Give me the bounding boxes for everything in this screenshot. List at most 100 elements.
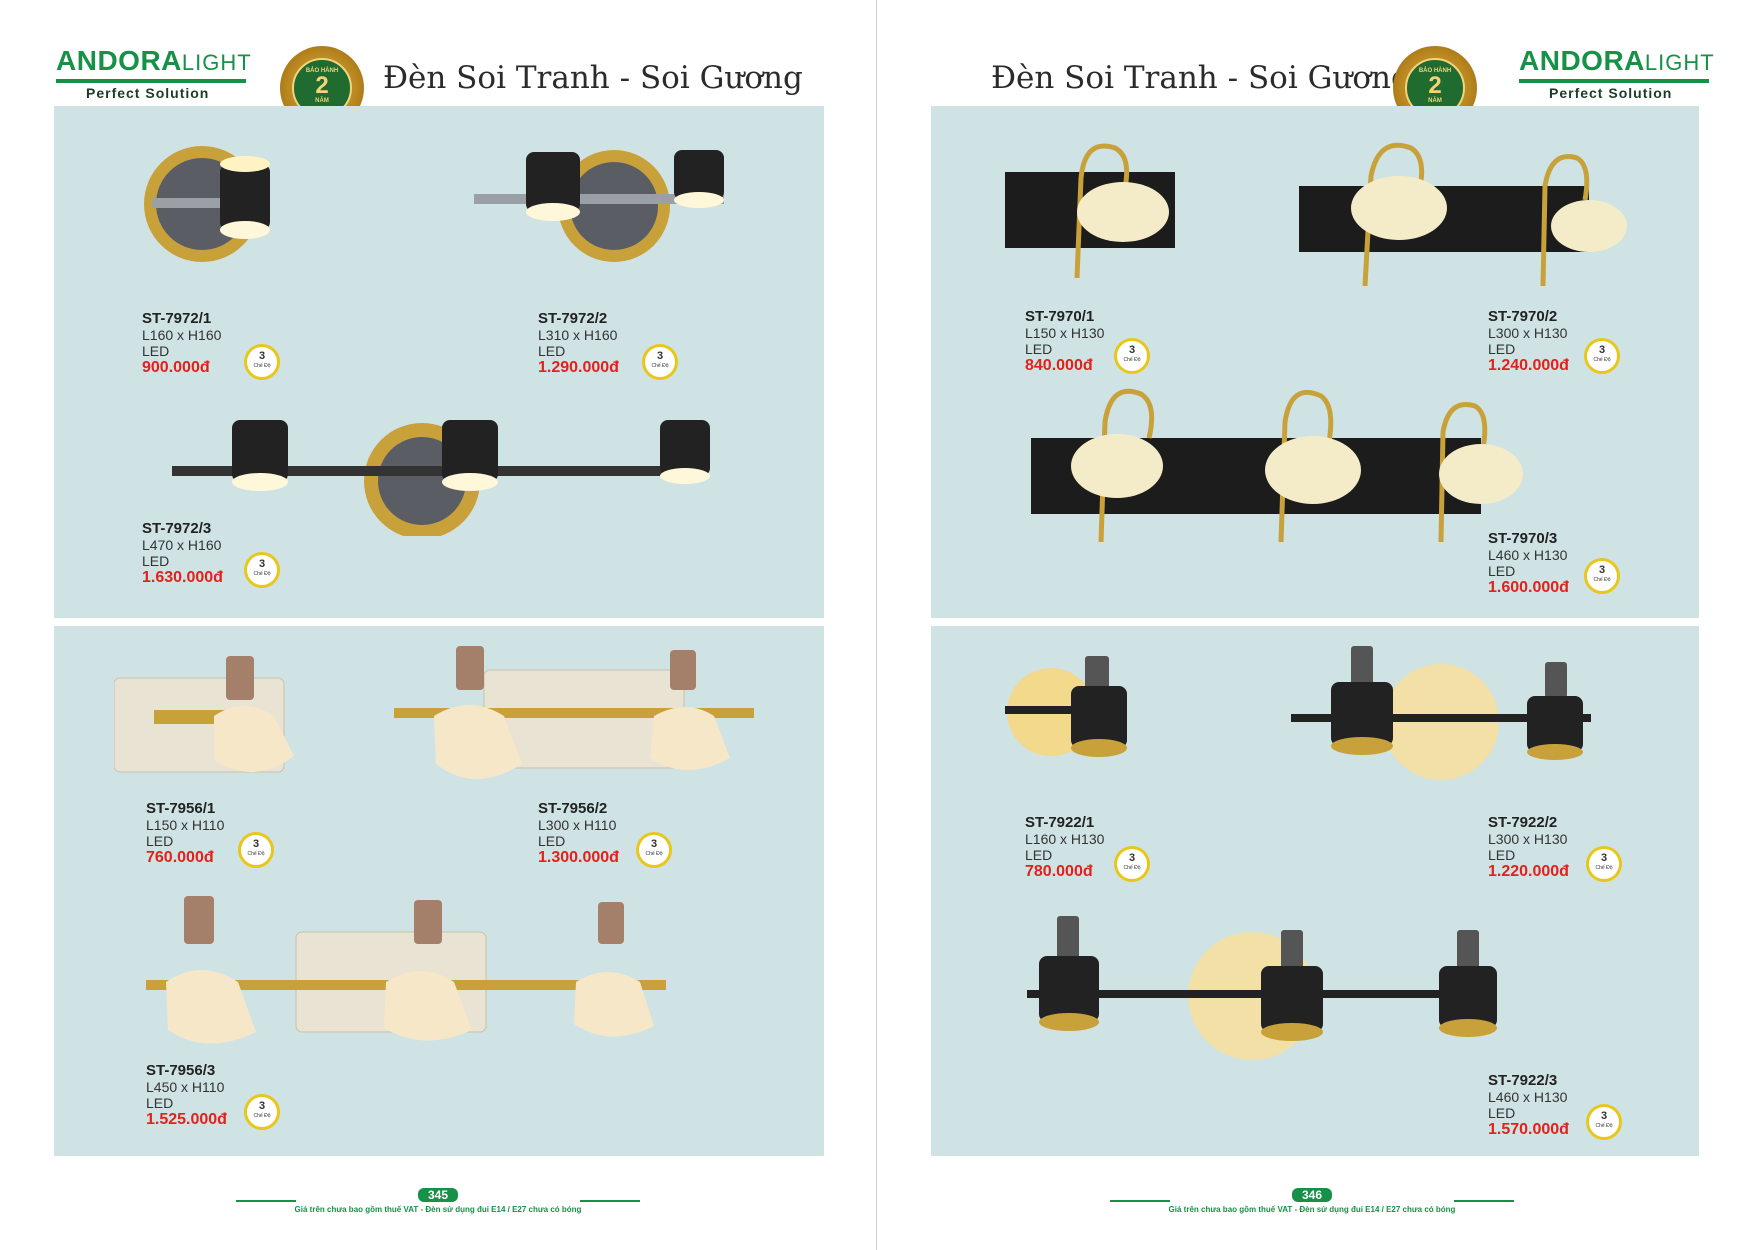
product-dims: L300 x H130 [1488,831,1568,847]
brand-tagline: Perfect Solution [86,85,210,101]
product-code: ST-7956/3 [146,1062,216,1079]
product-dims: L300 x H110 [538,817,617,833]
warranty-top: BẢO HÀNH [1418,68,1452,74]
product-code: ST-7922/3 [1488,1072,1558,1089]
mode-label: Chế Độ [247,851,265,857]
product-type: LED [146,1095,174,1111]
lamp-image-st-7956-3 [146,896,666,1044]
product-code: ST-7970/3 [1488,530,1558,547]
mode-number: 3 [1128,344,1136,356]
brand-tagline: Perfect Solution [1549,85,1673,101]
product-code: ST-7922/1 [1025,814,1095,831]
product-type: LED [538,833,566,849]
brand-light: LIGHT [1644,50,1715,75]
mode-number: 3 [650,838,658,850]
mode-label: Chế Độ [253,1113,271,1119]
lamp-image-st-7970-1 [1005,143,1175,278]
page-number: 346 [1291,1188,1333,1202]
mode-number: 3 [1128,852,1136,864]
product-type: LED [1025,847,1053,863]
brand-logo: ANDORALIGHT Perfect Solution [56,46,256,101]
lamp-image-st-7922-1 [1005,656,1127,757]
lamp-image-st-7970-2 [1299,142,1627,286]
product-st-7956-3: ST-7956/3 L450 x H110 LED 1.525.000đ [146,1062,227,1129]
product-price: 1.300.000đ [538,849,619,866]
product-price: 1.570.000đ [1488,1121,1569,1138]
product-panel-bottom [54,626,824,1156]
product-price: 900.000đ [142,359,210,376]
product-dims: L150 x H110 [146,817,225,833]
product-code: ST-7972/3 [142,520,212,537]
mode-label: Chế Độ [253,571,271,577]
mode-label: Chế Độ [1595,865,1613,871]
footer-ornament-left [1110,1200,1170,1202]
mode-label: Chế Độ [645,851,663,857]
brand-logo: ANDORALIGHT Perfect Solution [1519,46,1719,101]
product-panel-bottom [931,626,1699,1156]
product-code: ST-7922/2 [1488,814,1558,831]
product-st-7972-2: ST-7972/2 L310 x H160 LED 1.290.000đ [538,310,619,377]
mode-number: 3 [1598,344,1606,356]
brand-name: ANDORA [1519,45,1645,76]
lamp-image-st-7922-3 [1027,916,1497,1060]
product-type: LED [1025,341,1053,357]
product-dims: L460 x H130 [1488,1089,1568,1105]
mode-number: 3 [1598,564,1606,576]
product-st-7956-1: ST-7956/1 L150 x H110 LED 760.000đ [146,800,224,867]
product-price: 760.000đ [146,849,214,866]
mode-number: 3 [1600,852,1608,864]
footer-note: Giá trên chưa bao gồm thuế VAT - Đèn sử … [294,1205,582,1214]
mode-number: 3 [258,558,266,570]
mode-number: 3 [656,350,664,362]
page-footer: 346 Giá trên chưa bao gồm thuế VAT - Đèn… [1102,1186,1522,1214]
product-type: LED [538,343,566,359]
footer-ornament-left [236,1200,296,1202]
mode-label: Chế Độ [1123,865,1141,871]
warranty-bottom: NĂM [315,98,329,104]
mode-label: Chế Độ [1123,357,1141,363]
footer-ornament-right [580,1200,640,1202]
product-st-7956-2: ST-7956/2 L300 x H110 LED 1.300.000đ [538,800,619,867]
product-price: 1.630.000đ [142,569,223,586]
product-type: LED [1488,1105,1516,1121]
warranty-top: BẢO HÀNH [305,68,339,74]
product-dims: L460 x H130 [1488,547,1568,563]
product-st-7970-2: ST-7970/2 L300 x H130 LED 1.240.000đ [1488,308,1569,375]
lamp-image-st-7956-1 [114,656,294,773]
product-st-7972-1: ST-7972/1 L160 x H160 LED 900.000đ [142,310,221,377]
page-footer: 345 Giá trên chưa bao gồm thuế VAT - Đèn… [228,1186,648,1214]
product-code: ST-7972/2 [538,310,608,327]
product-code: ST-7956/2 [538,800,608,817]
mode-number: 3 [258,1100,266,1112]
product-price: 1.240.000đ [1488,357,1569,374]
product-code: ST-7972/1 [142,310,212,327]
page-title: Đèn Soi Tranh - Soi Gương [991,60,1411,96]
warranty-bottom: NĂM [1428,98,1442,104]
mode-label: Chế Độ [651,363,669,369]
product-type: LED [142,553,170,569]
lamp-image-st-7972-2 [474,150,724,262]
product-dims: L150 x H130 [1025,325,1105,341]
lamp-image-st-7956-2 [394,646,754,779]
product-panel-top [54,106,824,618]
footer-ornament-right [1454,1200,1514,1202]
product-dims: L300 x H130 [1488,325,1568,341]
product-dims: L160 x H160 [142,327,222,343]
lamp-image-st-7972-3 [172,420,710,536]
mode-label: Chế Độ [1595,1123,1613,1129]
lamp-image-st-7922-2 [1291,646,1591,780]
product-code: ST-7970/1 [1025,308,1095,325]
page-number: 345 [417,1188,459,1202]
product-dims: L160 x H130 [1025,831,1105,847]
product-st-7922-3: ST-7922/3 L460 x H130 LED 1.570.000đ [1488,1072,1569,1139]
product-dims: L310 x H160 [538,327,618,343]
